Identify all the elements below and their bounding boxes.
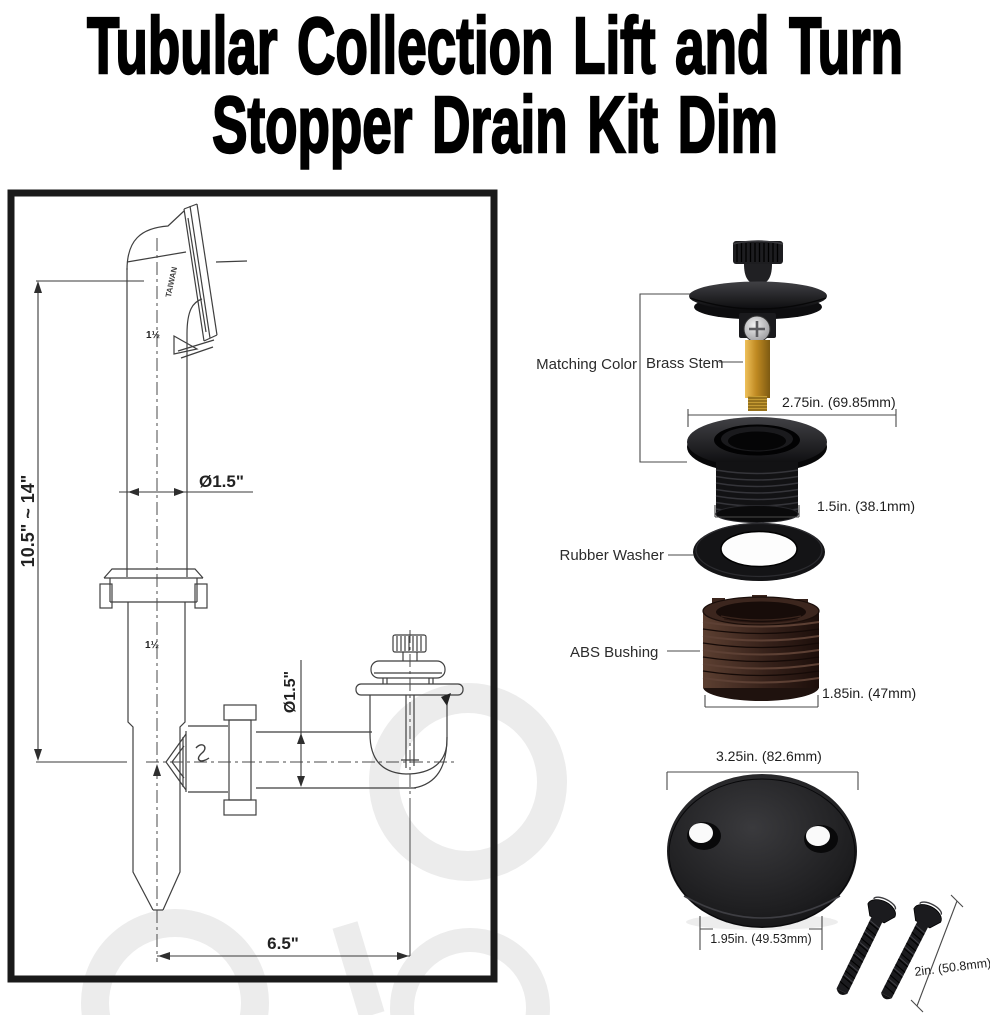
- dim-horizontal-length-label: 6.5": [267, 934, 299, 953]
- spec-drawing: 10.5" ~ 14" Ø1.5" Ø1.5" 6.5" 1½ 1½ TAIWA…: [7, 189, 498, 983]
- stopper-image: [689, 240, 827, 411]
- faceplate-image: [667, 774, 857, 930]
- overflow-pipe-drawing: [99, 203, 464, 911]
- dim-pipe-diameter-label: Ø1.5": [199, 472, 244, 491]
- screws-image: [826, 892, 947, 1007]
- rubber-washer-label: Rubber Washer: [560, 547, 665, 564]
- flange-thread-dim: 1.5in. (38.1mm): [817, 498, 915, 514]
- faceplate-hole-left: [689, 823, 713, 843]
- brass-stem-label: Brass Stem: [646, 355, 724, 372]
- watermark: [81, 683, 567, 1015]
- pipe-size-upper-label: 1½: [146, 330, 160, 341]
- faceplate-width-dim: 3.25in. (82.6mm): [716, 748, 822, 764]
- page-title-line1: Tubular Collection Lift and Turn: [86, 2, 904, 91]
- matching-color-label: Matching Color: [536, 356, 637, 373]
- stamp-label: TAIWAN: [164, 266, 179, 298]
- page-title-line2: Stopper Drain Kit Dim: [211, 81, 778, 170]
- dim-height-range-label: 10.5" ~ 14": [18, 475, 38, 568]
- drawing-dimensions: 10.5" ~ 14" Ø1.5" Ø1.5" 6.5" 1½ 1½ TAIWA…: [18, 266, 410, 960]
- page-title: Tubular Collection Lift and Turn Stopper…: [0, 0, 990, 167]
- stopper-width-dim: 2.75in. (69.85mm): [782, 394, 896, 410]
- abs-bushing-image: [702, 595, 820, 701]
- spec-drawing-border: [7, 189, 498, 983]
- pipe-size-lower-label: 1½: [145, 640, 159, 651]
- rubber-washer-image: [693, 522, 825, 581]
- screw-length-dim: 2in. (50.8mm): [914, 956, 990, 979]
- drain-flange-image: [687, 417, 827, 523]
- brass-stem: [745, 340, 770, 398]
- bushing-width-dim: 1.85in. (47mm): [822, 685, 916, 701]
- faceplate-hole-right: [806, 826, 830, 846]
- dim-outlet-diameter-label: Ø1.5": [282, 671, 299, 713]
- abs-bushing-label: ABS Bushing: [570, 644, 658, 661]
- faceplate-hole-dim: 1.95in. (49.53mm): [710, 932, 811, 946]
